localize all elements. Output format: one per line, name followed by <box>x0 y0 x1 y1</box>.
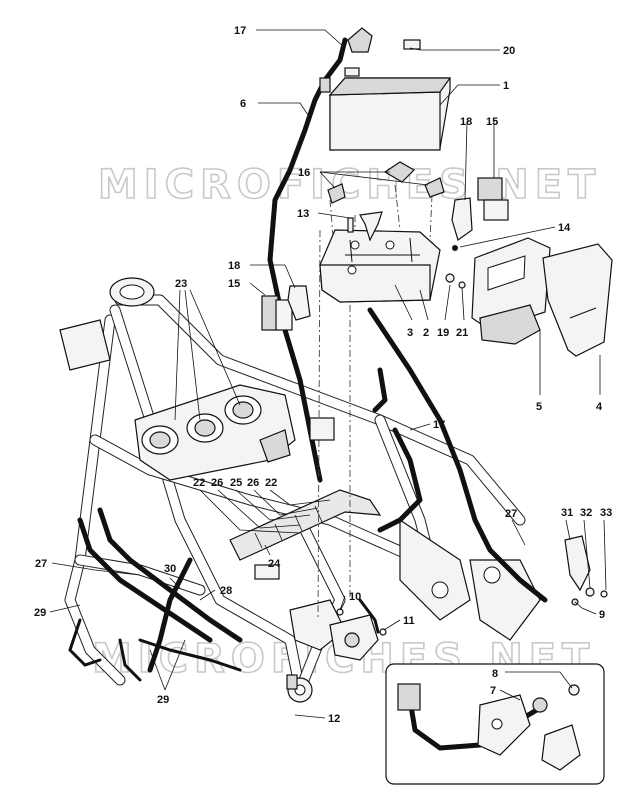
callout-22-left: 22 <box>193 477 205 489</box>
leader-lines <box>49 29 607 719</box>
callout-4: 4 <box>596 401 603 413</box>
callout-22-right: 22 <box>265 477 277 489</box>
battery-tray <box>319 161 466 303</box>
callout-32: 32 <box>580 507 592 519</box>
callout-30: 30 <box>164 563 176 575</box>
callout-3: 3 <box>407 327 413 339</box>
wiring <box>68 37 548 682</box>
callout-28: 28 <box>220 585 232 597</box>
callout-16: 16 <box>298 167 310 179</box>
callout-18-lower: 18 <box>228 260 240 272</box>
ecu <box>471 237 613 357</box>
callout-15-upper: 15 <box>486 116 498 128</box>
callout-7: 7 <box>490 685 496 697</box>
callout-6: 6 <box>240 98 246 110</box>
small-parts <box>254 535 608 690</box>
battery <box>319 27 452 151</box>
callout-1: 1 <box>503 80 509 92</box>
callout-17-lower: 17 <box>433 419 445 431</box>
callout-13: 13 <box>297 208 309 220</box>
callout-15-lower: 15 <box>228 278 240 290</box>
throttle-body <box>134 384 335 481</box>
callout-20: 20 <box>503 45 515 57</box>
callout-17-upper: 17 <box>234 25 246 37</box>
callout-19: 19 <box>437 327 449 339</box>
callout-18-upper: 18 <box>460 116 472 128</box>
callout-27-left: 27 <box>35 558 47 570</box>
callout-31: 31 <box>561 507 573 519</box>
callout-5: 5 <box>536 401 542 413</box>
callout-9: 9 <box>599 609 605 621</box>
callout-12: 12 <box>328 713 340 725</box>
callout-8: 8 <box>492 668 498 680</box>
watermark-top: MICROFICHES.NET <box>98 162 601 208</box>
relays <box>261 177 509 331</box>
detail-inset <box>385 663 605 785</box>
callout-24: 24 <box>268 558 281 570</box>
callout-23: 23 <box>175 278 187 290</box>
callout-33: 33 <box>600 507 612 519</box>
callout-29-left: 29 <box>34 607 46 619</box>
callout-14: 14 <box>558 222 571 234</box>
callout-10: 10 <box>349 591 361 603</box>
callout-25: 25 <box>230 477 242 489</box>
callout-11: 11 <box>403 615 415 627</box>
callout-26-left: 26 <box>211 477 223 489</box>
callout-2: 2 <box>423 327 429 339</box>
callout-labels: 1 2 3 4 5 6 7 8 9 10 11 12 13 14 15 15 1… <box>34 25 612 725</box>
callout-27-right: 27 <box>505 508 517 520</box>
callout-21: 21 <box>456 327 468 339</box>
callout-29-bottom: 29 <box>157 694 169 706</box>
callout-26-right: 26 <box>247 477 259 489</box>
